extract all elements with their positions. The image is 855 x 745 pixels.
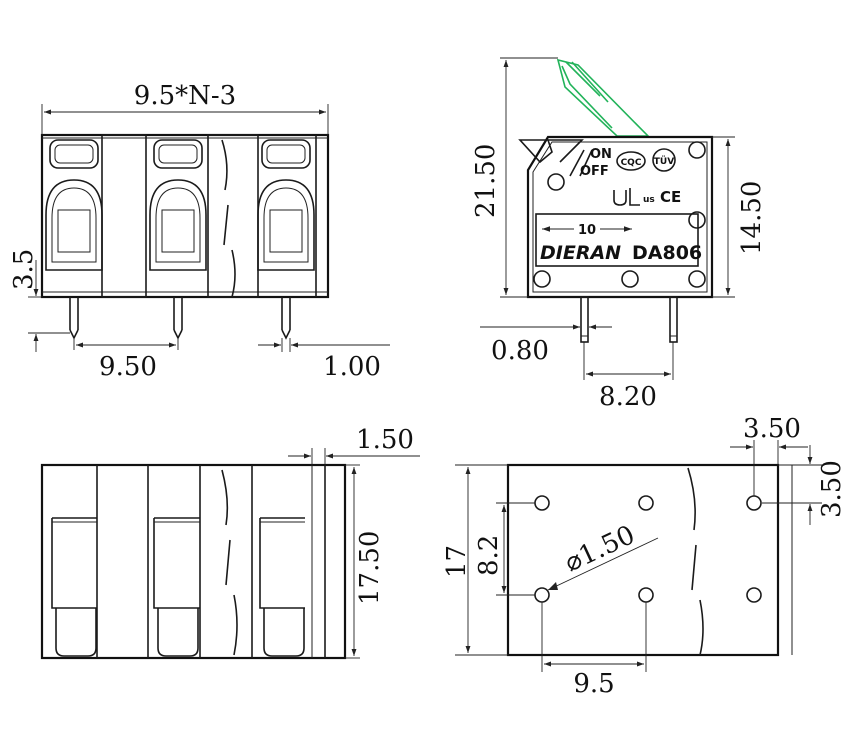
pcb-hole bbox=[638, 587, 654, 603]
side-view: ON OFF CQC TÜV us CE 10 DIERAN DA806 21.… bbox=[471, 57, 767, 412]
label-off: OFF bbox=[580, 164, 609, 179]
dim-pcb-height: 17 bbox=[442, 545, 472, 578]
dim-side-body: 14.50 bbox=[737, 181, 767, 255]
dim-pcb-pitch: 9.5 bbox=[573, 669, 614, 699]
dim-front-pin: 1.00 bbox=[323, 352, 381, 382]
pitch-mark: 10 bbox=[578, 223, 596, 238]
dim-pcb-row-gap: 8.2 bbox=[474, 535, 504, 576]
front-view: 9.5*N-3 3.5 9.50 1.00 bbox=[9, 81, 390, 382]
front-pole-2 bbox=[149, 139, 207, 340]
dim-side-pin: 0.80 bbox=[491, 336, 549, 366]
pcb-hole bbox=[534, 495, 550, 511]
pcb-hole bbox=[638, 495, 654, 511]
tuv-mark: TÜV bbox=[654, 156, 674, 167]
dim-bottom-edge: 1.50 bbox=[356, 425, 414, 455]
dim-bottom-height: 17.50 bbox=[355, 531, 385, 605]
dim-pcb-hole: ⌀1.50 bbox=[560, 520, 639, 578]
model-name: DA806 bbox=[632, 242, 702, 264]
dim-pcb-offset-x: 3.50 bbox=[743, 414, 801, 444]
lever bbox=[556, 58, 650, 137]
pcb-hole bbox=[746, 495, 762, 511]
label-on: ON bbox=[590, 147, 612, 162]
dim-front-pitch: 9.50 bbox=[99, 352, 157, 382]
front-pole-1 bbox=[45, 139, 103, 340]
dim-side-height: 21.50 bbox=[471, 144, 501, 218]
ce-mark: CE bbox=[660, 188, 681, 206]
bottom-view: 1.50 17.50 bbox=[40, 425, 420, 660]
dim-side-pin-pitch: 8.20 bbox=[599, 382, 657, 412]
brand-name: DIERAN bbox=[540, 242, 621, 264]
us-mark: us bbox=[643, 195, 655, 205]
dim-pcb-offset-y: 3.50 bbox=[817, 460, 847, 518]
front-pole-3 bbox=[257, 139, 315, 340]
pcb-view: 17 8.2 ⌀1.50 9.5 3.50 3.50 bbox=[442, 414, 847, 699]
pcb-hole bbox=[746, 587, 762, 603]
pcb-hole bbox=[534, 587, 550, 603]
dim-front-height: 3.5 bbox=[9, 249, 39, 290]
dim-front-width: 9.5*N-3 bbox=[134, 81, 236, 111]
cqc-mark: CQC bbox=[621, 158, 642, 168]
